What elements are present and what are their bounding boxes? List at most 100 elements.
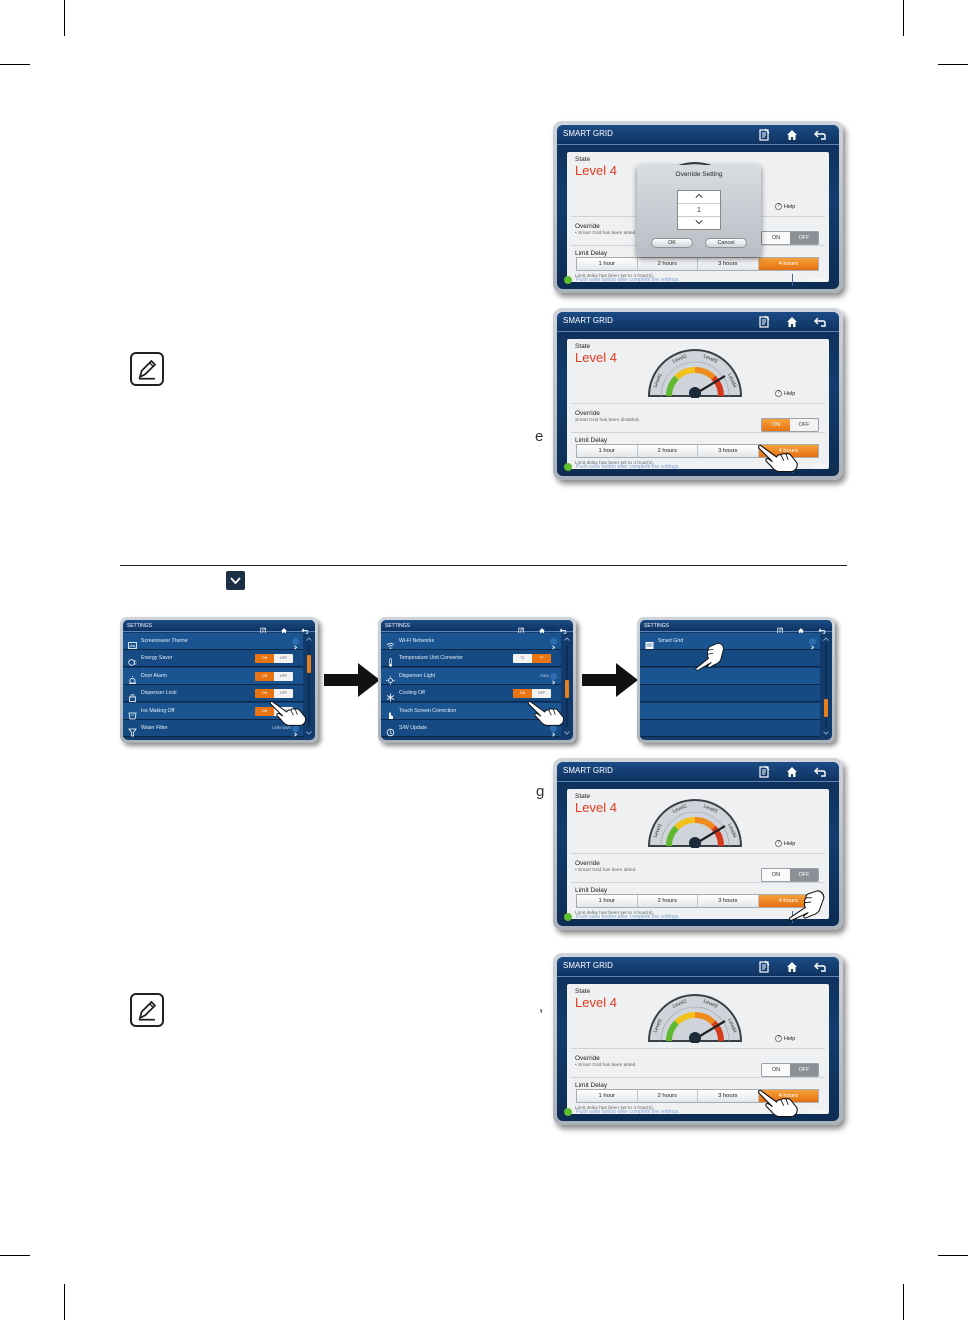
delay-option-1[interactable]: 1 hour (577, 445, 638, 457)
save-button[interactable]: Save (811, 276, 826, 283)
scroll-thumb[interactable] (824, 699, 828, 718)
scroll-down-icon[interactable] (564, 731, 570, 735)
toggle-off-option[interactable]: OFF (532, 689, 551, 699)
stepper-up-button[interactable] (678, 191, 720, 204)
save-button[interactable]: Save (811, 913, 826, 920)
home-icon[interactable] (538, 622, 546, 634)
toggle-off-option[interactable]: OFF (274, 689, 293, 699)
home-icon[interactable] (280, 622, 288, 634)
arrow-icon[interactable] (292, 725, 299, 737)
override-off-option[interactable]: OFF (790, 232, 818, 244)
delay-option-3[interactable]: 3 hours (698, 445, 759, 457)
home-icon[interactable] (785, 765, 799, 779)
save-button[interactable]: Save (811, 463, 826, 470)
scroll-down-icon[interactable] (306, 731, 312, 735)
home-icon[interactable] (785, 128, 799, 142)
menu-icon[interactable] (776, 622, 784, 635)
delay-option-3[interactable]: 3 hours (698, 895, 759, 907)
back-icon[interactable] (559, 622, 567, 634)
back-icon[interactable] (813, 765, 827, 779)
delay-option-2[interactable]: 2 hours (637, 258, 698, 270)
arrow-icon[interactable] (550, 672, 557, 685)
toggle-on-option[interactable]: ON (513, 689, 532, 699)
override-on-option[interactable]: ON (762, 419, 790, 431)
delay-option-2[interactable]: 2 hours (637, 445, 698, 457)
delay-option-4[interactable]: 4 hours (758, 445, 818, 457)
override-on-option[interactable]: ON (762, 1064, 790, 1076)
override-on-option[interactable]: ON (762, 232, 790, 244)
unit-option[interactable]: °F (532, 654, 551, 664)
settings-row[interactable]: Wi-Fi Networks (381, 633, 561, 650)
arrow-icon[interactable] (809, 638, 816, 650)
toggle-on-option[interactable]: ON (255, 706, 274, 716)
home-icon[interactable] (785, 315, 799, 329)
menu-icon[interactable] (757, 128, 771, 142)
menu-icon[interactable] (757, 960, 771, 974)
delay-option-4[interactable]: 4 hours (758, 1090, 818, 1102)
home-icon[interactable] (785, 960, 799, 974)
back-icon[interactable] (813, 315, 827, 329)
scroll-thumb[interactable] (307, 654, 311, 673)
settings-row[interactable]: Temperature Unit Converter°C°F (381, 650, 561, 668)
delay-option-2[interactable]: 2 hours (637, 895, 698, 907)
settings-row[interactable]: Screensaver Theme (123, 633, 303, 650)
override-stepper[interactable]: 1 (677, 190, 721, 230)
settings-row[interactable]: Smart Grid (640, 633, 820, 650)
scrollbar[interactable] (564, 637, 570, 735)
stepper-down-button[interactable] (678, 217, 720, 230)
delay-option-2[interactable]: 2 hours (637, 1090, 698, 1102)
back-icon[interactable] (818, 622, 826, 634)
menu-icon[interactable] (517, 622, 525, 635)
delay-option-3[interactable]: 3 hours (698, 258, 759, 270)
delay-option-3[interactable]: 3 hours (698, 1090, 759, 1102)
toggle-on-option[interactable]: ON (255, 689, 274, 699)
help-button[interactable]: ?Help (775, 1035, 795, 1042)
override-off-option[interactable]: OFF (790, 1064, 818, 1076)
override-off-option[interactable]: OFF (790, 419, 818, 431)
scroll-down-icon[interactable] (823, 731, 829, 735)
temperature-unit-toggle[interactable]: °C°F (513, 654, 551, 664)
unit-option[interactable]: °C (513, 654, 532, 664)
toggle-on-option[interactable]: ON (255, 671, 274, 681)
menu-icon[interactable] (757, 315, 771, 329)
help-button[interactable]: ?Help (775, 390, 795, 397)
back-icon[interactable] (301, 622, 309, 634)
override-off-option[interactable]: OFF (790, 869, 818, 881)
scrollbar[interactable] (306, 637, 312, 735)
menu-icon[interactable] (259, 622, 267, 635)
delay-option-4[interactable]: 4 hours (758, 895, 818, 907)
settings-row[interactable]: S/W Update (381, 720, 561, 737)
menu-icon[interactable] (757, 765, 771, 779)
delay-option-1[interactable]: 1 hour (577, 258, 638, 270)
arrow-icon[interactable] (550, 638, 557, 650)
help-button[interactable]: ?Help (775, 840, 795, 847)
home-icon[interactable] (797, 622, 805, 634)
scrollbar[interactable] (823, 637, 829, 735)
override-on-option[interactable]: ON (762, 869, 790, 881)
delay-option-1[interactable]: 1 hour (577, 1090, 638, 1102)
dialog-ok-button[interactable]: OK (651, 238, 693, 248)
save-button[interactable]: Save (811, 1108, 826, 1115)
delay-option-4[interactable]: 4 hours (758, 258, 818, 270)
help-button[interactable]: ?Help (775, 203, 795, 210)
back-icon[interactable] (813, 128, 827, 142)
toggle-on-option[interactable]: ON (255, 654, 274, 664)
delay-option-1[interactable]: 1 hour (577, 895, 638, 907)
